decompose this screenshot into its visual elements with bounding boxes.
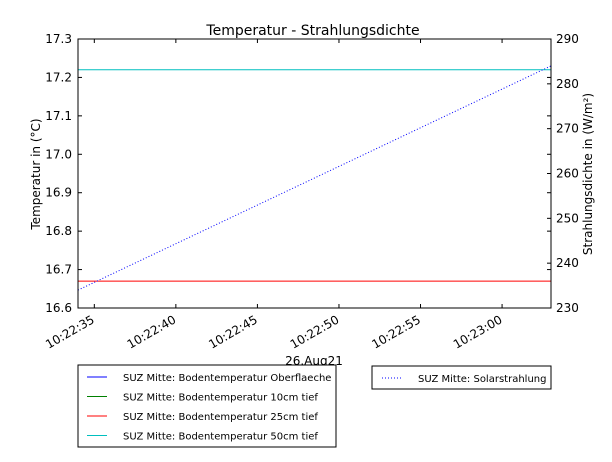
x-tick-label: 10:22:35 (43, 312, 97, 351)
plot-lines (77, 65, 552, 291)
x-axis: 10:22:35 10:22:40 10:22:45 10:22:50 10:22:55… (43, 39, 505, 352)
left-tick-label: 16.6 (45, 301, 72, 315)
left-tick-label: 17.0 (45, 147, 72, 161)
series-right-line-0 (77, 65, 552, 291)
right-tick-label: 240 (556, 256, 579, 270)
right-tick-label: 250 (556, 211, 579, 225)
legend-left-entry-label: SUZ Mitte: Bodentemperatur Oberflaeche (123, 373, 331, 384)
x-tick-label: 10:22:45 (206, 312, 260, 351)
left-tick-label: 17.1 (45, 109, 72, 123)
right-tick-label: 230 (556, 301, 579, 315)
legend-left-entry-label: SUZ Mitte: Bodentemperatur 10cm tief (123, 393, 318, 404)
legend-left-box (77, 364, 337, 448)
left-tick-label: 16.9 (45, 186, 72, 200)
right-tick-label: 270 (556, 122, 579, 136)
x-tick-label: 10:22:50 (288, 312, 342, 351)
x-tick-label: 10:23:00 (451, 312, 505, 351)
legend-right-items: SUZ Mitte: Solarstrahlung (382, 374, 546, 385)
left-tick-label: 16.7 (45, 263, 72, 277)
legend-right-entry-label: SUZ Mitte: Solarstrahlung (418, 374, 546, 385)
legend-left-entry-label: SUZ Mitte: Bodentemperatur 25cm tief (123, 412, 318, 423)
legend-right: SUZ Mitte: Solarstrahlung (371, 365, 552, 390)
chart-title: Temperatur - Strahlungsdichte (205, 23, 419, 39)
right-axis-label: Strahlungsdichte in (W/m²) (581, 93, 595, 255)
right-axis: 230 240 250 260 270 280 290 (547, 32, 579, 315)
left-tick-label: 17.2 (45, 70, 72, 84)
legend-right-box (371, 365, 552, 390)
left-axis: 16.6 16.7 16.8 16.9 17.0 17.1 17.2 17.3 (45, 32, 551, 315)
right-tick-label: 260 (556, 167, 579, 181)
left-tick-label: 17.3 (45, 32, 72, 46)
x-tick-label: 10:22:40 (125, 312, 179, 351)
right-tick-label: 290 (556, 32, 579, 46)
legend-left-entry-label: SUZ Mitte: Bodentemperatur 50cm tief (123, 432, 318, 443)
plot-frame (77, 38, 552, 309)
right-tick-label: 280 (556, 77, 579, 91)
left-tick-label: 16.8 (45, 224, 72, 238)
legend-left-items: SUZ Mitte: Bodentemperatur OberflaecheSU… (87, 373, 331, 443)
left-axis-label: Temperatur in (°C) (29, 118, 43, 230)
legend-left: SUZ Mitte: Bodentemperatur OberflaecheSU… (77, 364, 337, 448)
x-tick-label: 10:22:55 (369, 312, 423, 351)
